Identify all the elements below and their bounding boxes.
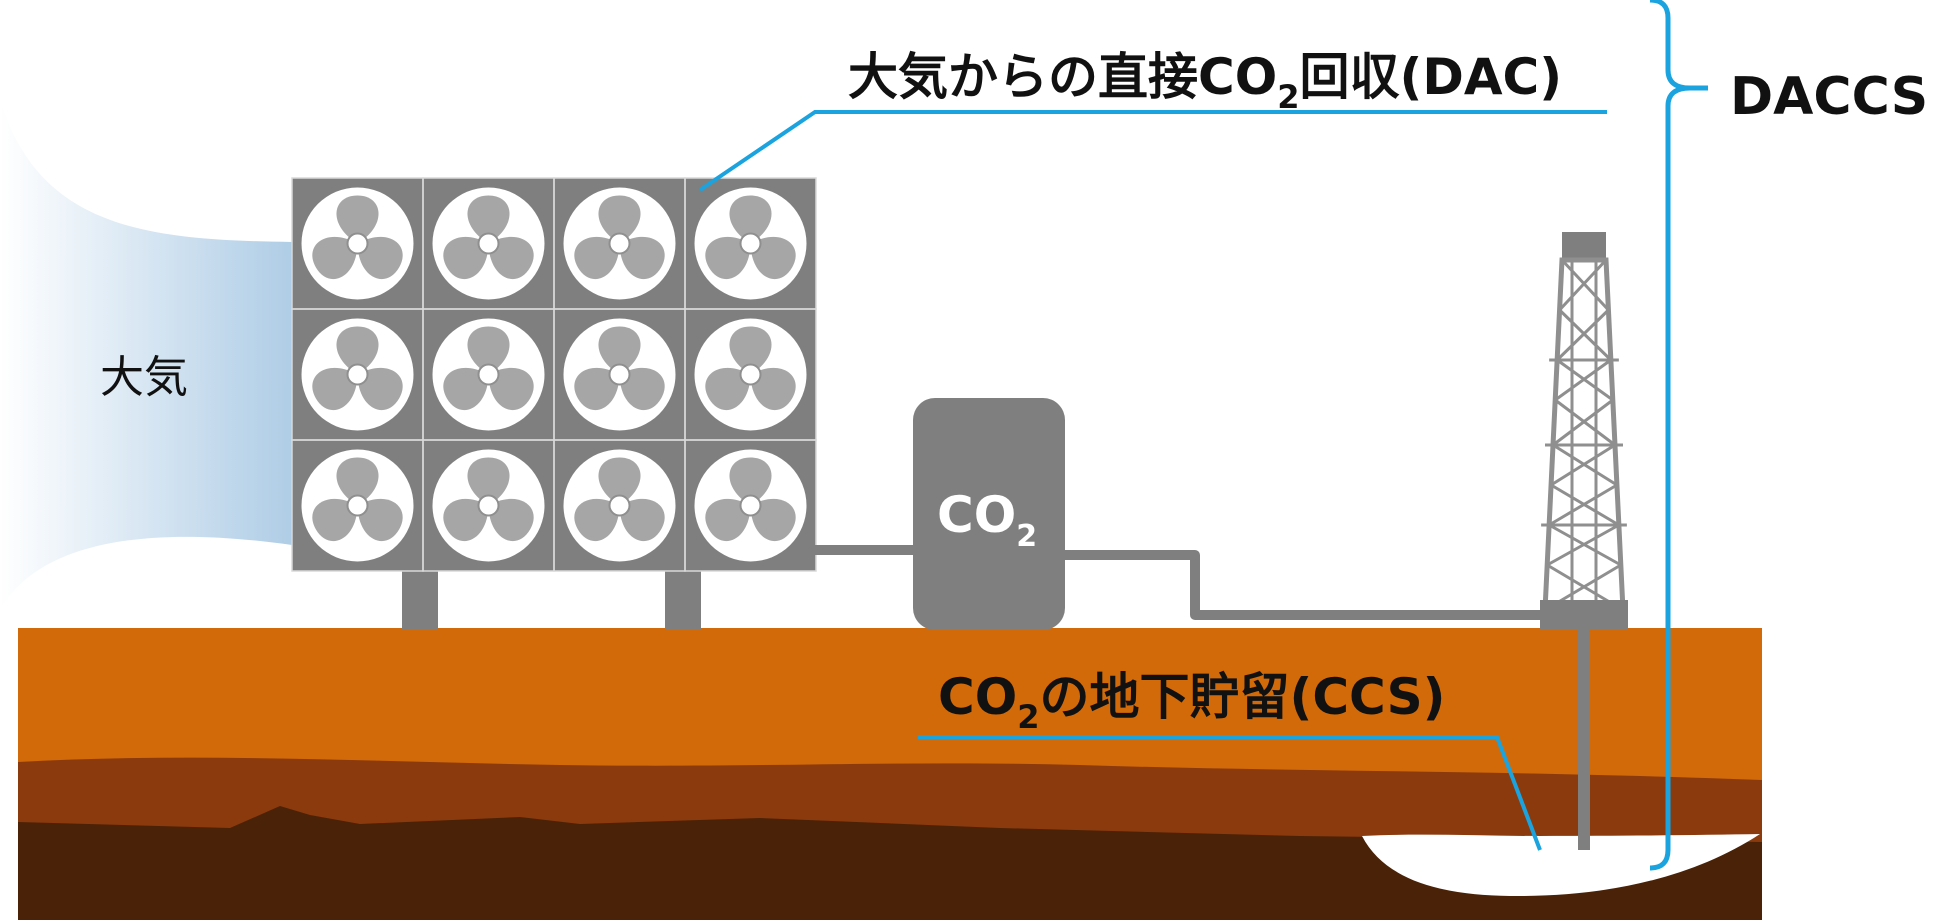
fan-icon [422, 439, 555, 572]
daccs-label: DACCS [1730, 67, 1928, 127]
dac-unit-leg-left [402, 565, 438, 630]
fan-icon [553, 177, 686, 310]
fan-icon [291, 439, 424, 572]
co2-tank-icon [913, 398, 1065, 630]
fan-icon [291, 177, 424, 310]
fan-icon [684, 439, 817, 572]
dac-title: 大気からの直接CO2回収(DAC) [848, 48, 1562, 116]
atmosphere-label: 大気 [100, 352, 188, 403]
ground [18, 628, 1762, 920]
air-flow [0, 100, 292, 610]
fan-icon [553, 439, 686, 572]
fan-icon [291, 308, 424, 441]
pipe-tank-to-rig [1065, 550, 1550, 620]
dac-fan-unit [291, 177, 817, 572]
fan-icon [422, 308, 555, 441]
fan-icon [422, 177, 555, 310]
pipe-dac-to-tank [812, 545, 917, 555]
soil-deep-layer [18, 806, 1762, 920]
ccs-title: CO2の地下貯留(CCS) [938, 668, 1446, 736]
dac-unit-leg-right [665, 565, 701, 630]
fan-icon [553, 308, 686, 441]
reservoir-icon [1362, 834, 1760, 897]
fan-icon [684, 177, 817, 310]
tank-label: CO2 [937, 486, 1037, 554]
ccs-callout-line [918, 735, 1542, 851]
fan-icon [684, 308, 817, 441]
drilling-rig-icon [1540, 232, 1628, 850]
daccs-bracket [1649, 0, 1708, 871]
dac-callout-line [698, 110, 1607, 192]
